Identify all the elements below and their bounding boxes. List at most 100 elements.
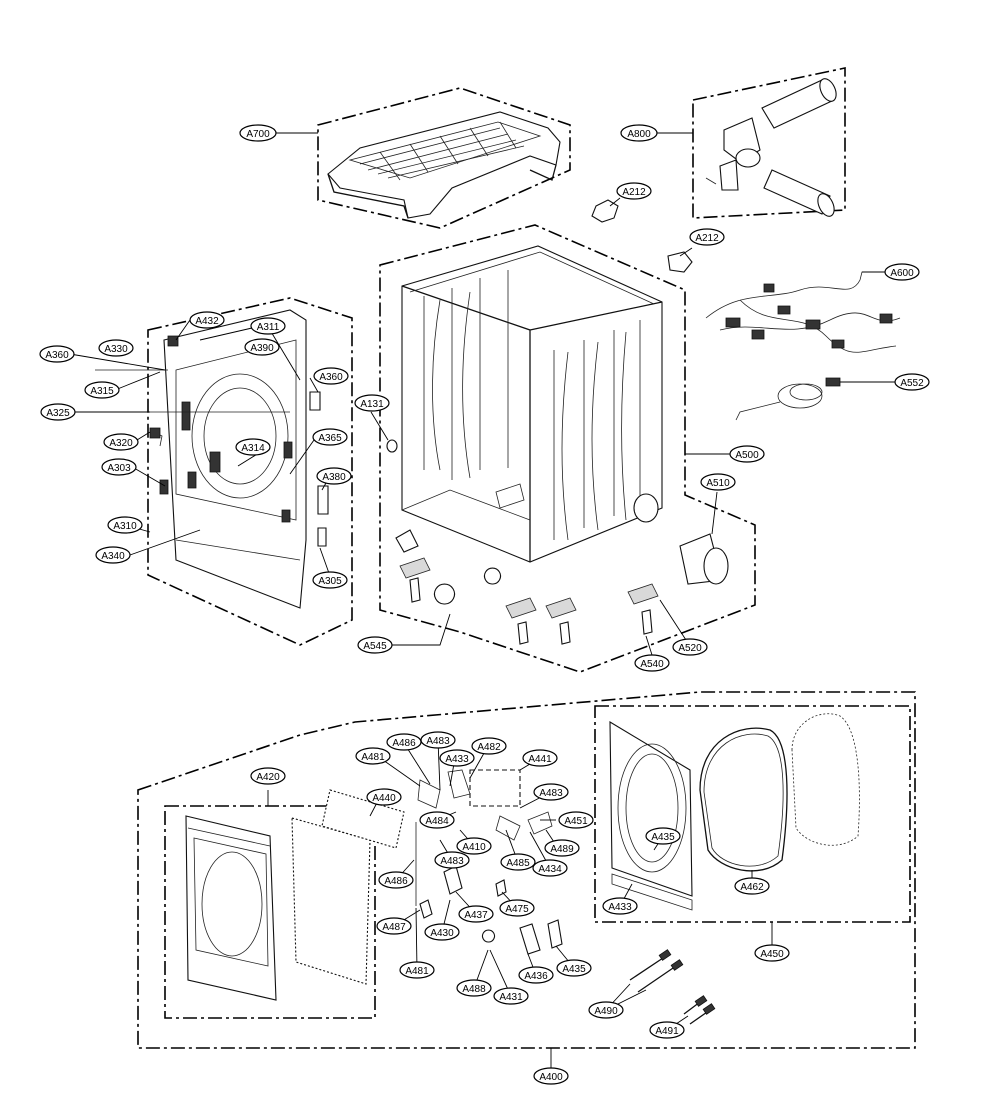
label-a483-mid: A483 bbox=[440, 856, 464, 867]
callout-a432: A432 bbox=[189, 311, 225, 329]
callout-a431: A431 bbox=[493, 987, 529, 1005]
clip-a212-lower bbox=[668, 252, 692, 272]
callout-a482: A482 bbox=[471, 737, 507, 755]
label-a432: A432 bbox=[195, 316, 219, 327]
label-a481-bottom: A481 bbox=[405, 966, 429, 977]
label-a450: A450 bbox=[760, 949, 784, 960]
callout-a212-upper: A212 bbox=[616, 182, 652, 200]
label-a360-right: A360 bbox=[319, 372, 343, 383]
callout-a212-lower: A212 bbox=[689, 228, 725, 246]
label-a540: A540 bbox=[640, 659, 664, 670]
label-a340: A340 bbox=[101, 551, 125, 562]
label-a310: A310 bbox=[113, 521, 137, 532]
callout-a552: A552 bbox=[894, 373, 930, 391]
callout-a435-bottom: A435 bbox=[556, 959, 592, 977]
door-rear-frame bbox=[610, 714, 859, 910]
group-front-panel-boundary bbox=[147, 297, 353, 646]
callout-a311: A311 bbox=[250, 317, 286, 335]
callout-a487: A487 bbox=[376, 917, 412, 935]
callout-a303: A303 bbox=[101, 458, 137, 476]
label-a462: A462 bbox=[740, 882, 764, 893]
label-a483-top: A483 bbox=[426, 736, 450, 747]
label-a431: A431 bbox=[499, 992, 523, 1003]
callout-a434: A434 bbox=[532, 859, 568, 877]
label-a437: A437 bbox=[464, 910, 488, 921]
callout-a485: A485 bbox=[500, 853, 536, 871]
label-a212-lower: A212 bbox=[695, 233, 719, 244]
label-a475: A475 bbox=[505, 904, 529, 915]
label-a491: A491 bbox=[655, 1026, 679, 1037]
callout-a700: A700 bbox=[239, 124, 277, 142]
callout-a520: A520 bbox=[672, 638, 708, 656]
wire-harness bbox=[706, 272, 900, 352]
callout-a310: A310 bbox=[107, 516, 143, 534]
screws bbox=[630, 950, 715, 1024]
label-a303: A303 bbox=[107, 463, 131, 474]
label-a380: A380 bbox=[322, 472, 346, 483]
label-a311: A311 bbox=[257, 322, 280, 333]
callout-a800: A800 bbox=[620, 124, 658, 142]
label-a486-bottom: A486 bbox=[384, 876, 408, 887]
callout-a440: A440 bbox=[366, 788, 402, 806]
label-a500: A500 bbox=[735, 450, 759, 461]
callout-a430: A430 bbox=[424, 923, 460, 941]
label-a435-frame: A435 bbox=[651, 832, 675, 843]
label-a482: A482 bbox=[477, 742, 501, 753]
callout-a435-frame: A435 bbox=[645, 827, 681, 845]
callout-a481-top: A481 bbox=[355, 747, 391, 765]
front-panel bbox=[95, 310, 328, 608]
label-a484: A484 bbox=[425, 816, 449, 827]
power-cord bbox=[736, 378, 840, 420]
label-a314: A314 bbox=[241, 443, 265, 454]
label-a435-bottom: A435 bbox=[562, 964, 586, 975]
label-a520: A520 bbox=[678, 643, 702, 654]
label-a330: A330 bbox=[104, 344, 128, 355]
exhaust-duct-set bbox=[706, 76, 839, 219]
label-a440: A440 bbox=[372, 793, 396, 804]
label-a483-right: A483 bbox=[539, 788, 563, 799]
callout-a451: A451 bbox=[558, 811, 594, 829]
label-a488: A488 bbox=[462, 984, 486, 995]
callout-a500: A500 bbox=[729, 445, 765, 463]
label-a400: A400 bbox=[539, 1072, 563, 1083]
callout-a488: A488 bbox=[456, 979, 492, 997]
label-a305: A305 bbox=[318, 576, 342, 587]
label-a212-upper: A212 bbox=[622, 187, 646, 198]
label-a315: A315 bbox=[90, 386, 114, 397]
label-a420: A420 bbox=[256, 772, 280, 783]
callout-a131: A131 bbox=[354, 394, 390, 412]
callout-a545: A545 bbox=[357, 636, 393, 654]
callout-a489: A489 bbox=[544, 839, 580, 857]
callout-a360-right: A360 bbox=[313, 367, 349, 385]
label-a410: A410 bbox=[462, 842, 486, 853]
label-a433-top: A433 bbox=[445, 754, 469, 765]
callout-a330: A330 bbox=[98, 339, 134, 357]
label-a485: A485 bbox=[506, 858, 530, 869]
clip-a212-upper bbox=[592, 200, 618, 222]
callout-a491: A491 bbox=[649, 1021, 685, 1039]
label-a486-top: A486 bbox=[392, 738, 416, 749]
callout-a462: A462 bbox=[734, 877, 770, 895]
callout-a486-top: A486 bbox=[386, 733, 422, 751]
callout-a441: A441 bbox=[522, 749, 558, 767]
cabinet-feet bbox=[396, 530, 658, 644]
label-a490: A490 bbox=[594, 1006, 618, 1017]
callout-a436: A436 bbox=[518, 966, 554, 984]
a212-clips bbox=[592, 200, 692, 272]
callout-a400: A400 bbox=[533, 1067, 569, 1085]
label-a487: A487 bbox=[382, 922, 406, 933]
label-a481-top: A481 bbox=[361, 752, 385, 763]
label-a433-frame: A433 bbox=[608, 902, 632, 913]
label-a365: A365 bbox=[318, 433, 342, 444]
label-a800: A800 bbox=[627, 129, 651, 140]
label-a489: A489 bbox=[550, 844, 574, 855]
callout-a325: A325 bbox=[40, 403, 76, 421]
callout-a410: A410 bbox=[456, 837, 492, 855]
label-a131: A131 bbox=[360, 399, 384, 410]
callout-a540: A540 bbox=[634, 654, 670, 672]
front-door-assembly bbox=[186, 816, 370, 1000]
label-a600: A600 bbox=[890, 268, 914, 279]
callout-a315: A315 bbox=[84, 381, 120, 399]
group-boundaries bbox=[137, 67, 916, 1049]
callout-a475: A475 bbox=[499, 899, 535, 917]
